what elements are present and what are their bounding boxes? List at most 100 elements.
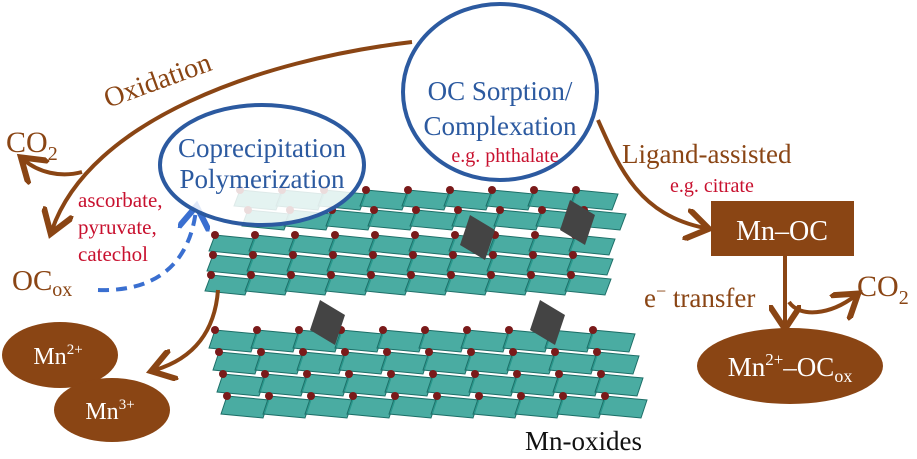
mn-octahedron <box>556 395 606 419</box>
mn-octahedron <box>443 189 493 211</box>
mn-octahedron <box>460 329 510 353</box>
oxygen-atom <box>215 348 223 356</box>
oxygen-atom <box>371 231 379 239</box>
reductant-3: catechol <box>78 242 148 266</box>
mn-octahedron <box>324 274 372 296</box>
oxygen-atom <box>509 348 517 356</box>
mn-octahedron <box>404 274 452 296</box>
oxygen-atom <box>362 186 370 194</box>
oxygen-atom <box>517 392 525 400</box>
mn-octahedron <box>493 209 543 231</box>
oxygen-atom <box>555 370 563 378</box>
coprecip-line1: Coprecipitation <box>178 133 346 163</box>
oxygen-atom <box>567 271 575 279</box>
oxygen-atom <box>379 326 387 334</box>
oxygen-atom <box>387 370 395 378</box>
oxygen-atom <box>529 251 537 259</box>
oxygen-atom <box>429 370 437 378</box>
oxygen-atom <box>527 271 535 279</box>
mn-octahedron <box>514 395 564 419</box>
mn-octahedron <box>524 274 572 296</box>
mn-octahedron <box>300 373 350 397</box>
mn-octahedron <box>346 395 396 419</box>
co2-left-label: CO2 <box>6 126 58 165</box>
oxygen-atom <box>404 186 412 194</box>
oxygen-atom <box>211 326 219 334</box>
oxygen-atom <box>349 392 357 400</box>
oxygen-atom <box>538 206 546 214</box>
oxygen-atom <box>471 370 479 378</box>
mn-octahedron <box>566 254 614 276</box>
oxygen-atom <box>209 251 217 259</box>
mn-octahedron <box>594 373 644 397</box>
mn-octahedron <box>598 395 648 419</box>
oxygen-atom <box>287 271 295 279</box>
oxygen-atom <box>299 348 307 356</box>
mn2-ellipse <box>2 322 118 388</box>
oxygen-atom <box>559 392 567 400</box>
oxygen-atom <box>421 326 429 334</box>
coprecipitation-dashed-arrow <box>97 210 196 293</box>
oxygen-atom <box>530 186 538 194</box>
oxygen-atom <box>219 370 227 378</box>
mn-octahedron <box>401 189 451 211</box>
mn-octahedron <box>244 274 292 296</box>
mn-octahedron <box>296 351 346 375</box>
oxygen-atom <box>331 231 339 239</box>
mn-octahedron <box>506 351 556 375</box>
mn-octahedron <box>208 329 258 353</box>
co2-branch-arrow <box>24 160 83 174</box>
mn-octahedron <box>334 329 384 353</box>
mn-octahedron <box>364 274 412 296</box>
mn-octahedron <box>338 351 388 375</box>
oc-ox-label: OCox <box>12 265 72 301</box>
oxygen-atom <box>601 392 609 400</box>
oxygen-atom <box>369 251 377 259</box>
oxygen-atom <box>307 392 315 400</box>
dark-octahedron <box>530 300 565 345</box>
oxygen-atom <box>569 251 577 259</box>
mn-octahedron <box>359 189 409 211</box>
dark-octahedron <box>460 215 495 260</box>
oxygen-atom <box>407 271 415 279</box>
mn-octahedron <box>342 373 392 397</box>
mn-octahedron <box>388 395 438 419</box>
oxygen-atom <box>341 348 349 356</box>
oxygen-atom <box>447 271 455 279</box>
e-transfer-label: e− transfer <box>644 281 755 313</box>
oxygen-atom <box>446 186 454 194</box>
mn-octahedron <box>376 329 426 353</box>
oxygen-atom <box>551 348 559 356</box>
oxygen-atom <box>425 348 433 356</box>
reductant-1: ascorbate, <box>78 188 163 212</box>
mn-octahedron <box>484 274 532 296</box>
mn-octahedron <box>426 373 476 397</box>
co2-right-label: CO2 <box>857 270 909 309</box>
reductive-dissolution-arrow <box>155 289 220 370</box>
mn-octahedron <box>510 373 560 397</box>
mn-octahedron <box>472 395 522 419</box>
mn2-oc-label: Mn2+–OCox <box>728 350 853 386</box>
mn-octahedron <box>380 351 430 375</box>
mn-octahedron <box>590 351 640 375</box>
oxygen-atom <box>367 271 375 279</box>
mn-oxides-label: Mn-oxides <box>525 426 642 456</box>
mn-octahedron <box>258 373 308 397</box>
oxygen-atom <box>487 271 495 279</box>
oxygen-atom <box>489 251 497 259</box>
mn3-label: Mn3+ <box>85 397 134 425</box>
mn-octahedron <box>444 274 492 296</box>
ligand-arrow <box>596 119 705 228</box>
mn-octahedron <box>552 373 602 397</box>
oxygen-atom <box>303 370 311 378</box>
oxygen-atom <box>488 186 496 194</box>
oxygen-atom <box>531 231 539 239</box>
mn-octahedron <box>464 351 514 375</box>
mn-octahedron <box>284 274 332 296</box>
oxygen-atom <box>412 206 420 214</box>
mn3-ellipse <box>54 378 170 442</box>
oxygen-atom <box>411 231 419 239</box>
oxygen-atom <box>370 206 378 214</box>
